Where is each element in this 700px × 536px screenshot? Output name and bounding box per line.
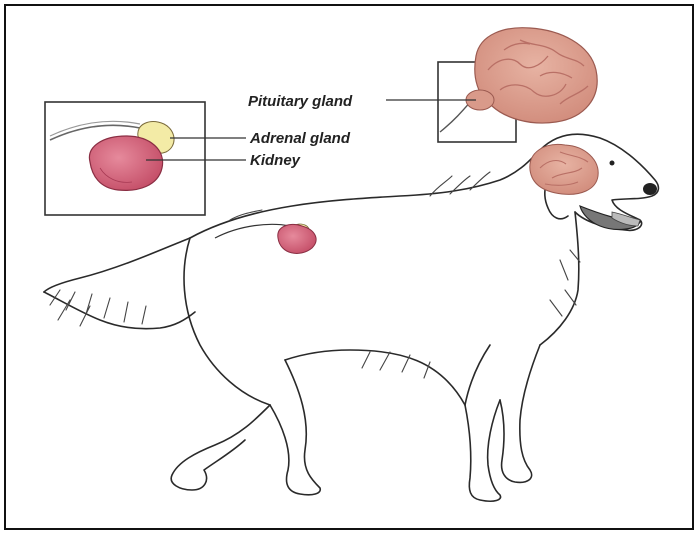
adrenal-gland-label: Adrenal gland [249,130,351,147]
kidney-small [277,224,317,254]
pituitary-gland-label: Pituitary gland [248,93,353,110]
dog-eye [609,160,615,166]
dog-brain [529,143,599,195]
dog-nose [643,183,657,195]
dog-kidney-with-adrenal [214,223,317,254]
kidney-inset: Adrenal gland Kidney [44,101,351,216]
pituitary-inset: Pituitary gland [248,27,598,143]
dog-illustration [43,133,660,502]
kidney-label: Kidney [250,152,301,169]
